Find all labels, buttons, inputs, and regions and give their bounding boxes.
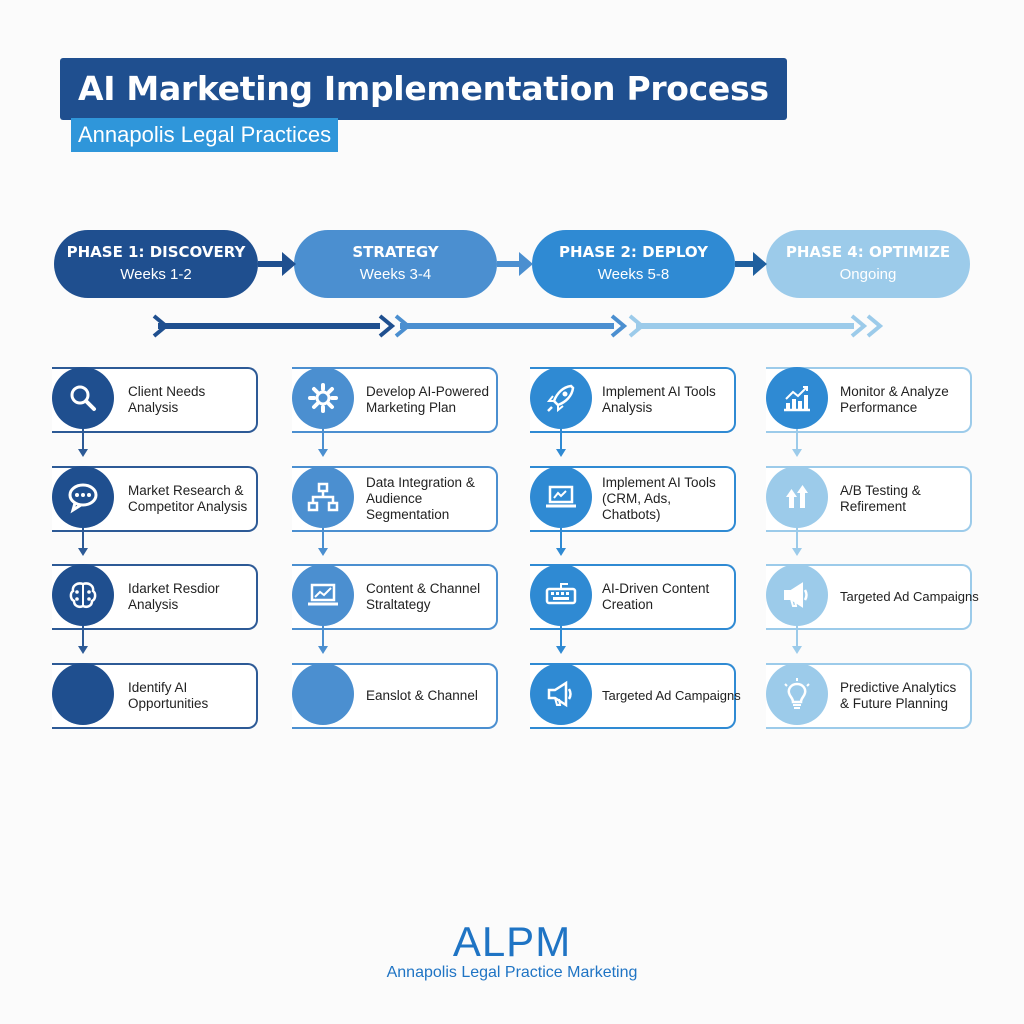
connector-line	[82, 429, 84, 449]
connector-arrowhead	[792, 449, 802, 457]
step-label: AI-Driven Content Creation	[602, 581, 710, 612]
brand-name: Annapolis Legal Practice Marketing	[386, 964, 638, 981]
flow-bar-2	[400, 323, 614, 329]
brand-logo: ALPM	[452, 918, 572, 965]
step-label: Predictive Analytics & Future Planning	[840, 680, 957, 711]
phase-3-pill: PHASE 2: DEPLOY Weeks 5-8	[532, 230, 735, 298]
page-title: AI Marketing Implementation Process	[60, 58, 787, 120]
phase-1-to-2-arrow	[258, 252, 296, 276]
step-label: Develop AI-Powered Marketing Plan	[366, 384, 490, 415]
connector-arrowhead	[556, 449, 566, 457]
step-circle	[52, 663, 114, 725]
connector-arrowhead	[792, 646, 802, 654]
step-label: Client Needs Analysis	[128, 384, 206, 415]
chevron-right-icon	[850, 314, 868, 338]
megaphone-icon	[766, 564, 828, 626]
phase-4-pill: PHASE 4: OPTIMIZE Ongoing	[766, 230, 970, 298]
chevron-right-icon	[866, 314, 884, 338]
connector-line	[82, 626, 84, 646]
chevron-right-icon	[628, 314, 646, 338]
step-label: Market Research & Competitor Analysis	[128, 483, 248, 514]
brain-icon	[52, 564, 114, 626]
chevron-right-icon	[152, 314, 170, 338]
chevron-right-icon	[378, 314, 396, 338]
lightbulb-icon	[766, 663, 828, 725]
up-arrows-icon	[766, 466, 828, 528]
connector-line	[82, 528, 84, 548]
phase-1-pill: PHASE 1: DISCOVERY Weeks 1-2	[54, 230, 258, 298]
connector-arrowhead	[318, 548, 328, 556]
connector-line	[796, 626, 798, 646]
phase-2-pill: STRATEGY Weeks 3-4	[294, 230, 497, 298]
connector-arrowhead	[318, 449, 328, 457]
growth-chart-icon	[766, 367, 828, 429]
phase-2-weeks: Weeks 3-4	[359, 266, 432, 283]
step-label: Identify AI Opportunities	[128, 680, 209, 711]
megaphone-icon	[530, 663, 592, 725]
connector-arrowhead	[792, 548, 802, 556]
laptop-chart-icon	[292, 564, 354, 626]
connector-line	[560, 626, 562, 646]
connector-arrowhead	[78, 548, 88, 556]
step-circle	[292, 663, 354, 725]
phase-1-weeks: Weeks 1-2	[120, 266, 192, 283]
phase-3-weeks: Weeks 5-8	[597, 266, 670, 283]
step-label: Implement AI Tools (CRM, Ads, Chatbots)	[602, 475, 716, 522]
connector-line	[322, 626, 324, 646]
phase-4-title: PHASE 4: OPTIMIZE	[785, 243, 951, 261]
keyboard-icon	[530, 564, 592, 626]
connector-line	[322, 429, 324, 449]
step-label: Monitor & Analyze Performance	[840, 384, 949, 415]
connector-arrowhead	[78, 646, 88, 654]
magnifier-icon	[52, 367, 114, 429]
chevron-right-icon	[610, 314, 628, 338]
step-label: Content & Channel Straltategy	[366, 581, 481, 612]
step-label: Idarket Resdior Analysis	[128, 581, 220, 612]
step-label: Targeted Ad Campaigns	[840, 589, 979, 604]
gear-icon	[292, 367, 354, 429]
step-label: Eanslot & Channel	[366, 688, 478, 703]
chat-bubble-icon	[52, 466, 114, 528]
flow-bar-1	[158, 323, 380, 329]
org-chart-icon	[292, 466, 354, 528]
phase-2-title: STRATEGY	[352, 243, 439, 261]
connector-line	[322, 528, 324, 548]
phase-3-title: PHASE 2: DEPLOY	[559, 243, 708, 261]
page-subtitle: Annapolis Legal Practices	[71, 118, 339, 152]
flow-bar-3	[636, 323, 854, 329]
rocket-icon	[530, 367, 592, 429]
step-label: Implement AI Tools Analysis	[602, 384, 716, 415]
phase-2-to-3-arrow	[497, 252, 533, 276]
phase-4-weeks: Ongoing	[839, 266, 897, 283]
connector-arrowhead	[318, 646, 328, 654]
connector-line	[796, 528, 798, 548]
connector-line	[560, 528, 562, 548]
phase-3-to-4-arrow	[735, 252, 767, 276]
connector-arrowhead	[556, 646, 566, 654]
step-label: A/B Testing & Refirement	[840, 483, 921, 514]
phase-1-title: PHASE 1: DISCOVERY	[66, 243, 246, 261]
step-label: Targeted Ad Campaigns	[602, 688, 741, 703]
chevron-right-icon	[394, 314, 412, 338]
connector-arrowhead	[556, 548, 566, 556]
laptop-chart-icon	[530, 466, 592, 528]
connector-line	[796, 429, 798, 449]
step-label: Data Integration & Audience Segmentation	[366, 475, 475, 522]
connector-line	[560, 429, 562, 449]
connector-arrowhead	[78, 449, 88, 457]
